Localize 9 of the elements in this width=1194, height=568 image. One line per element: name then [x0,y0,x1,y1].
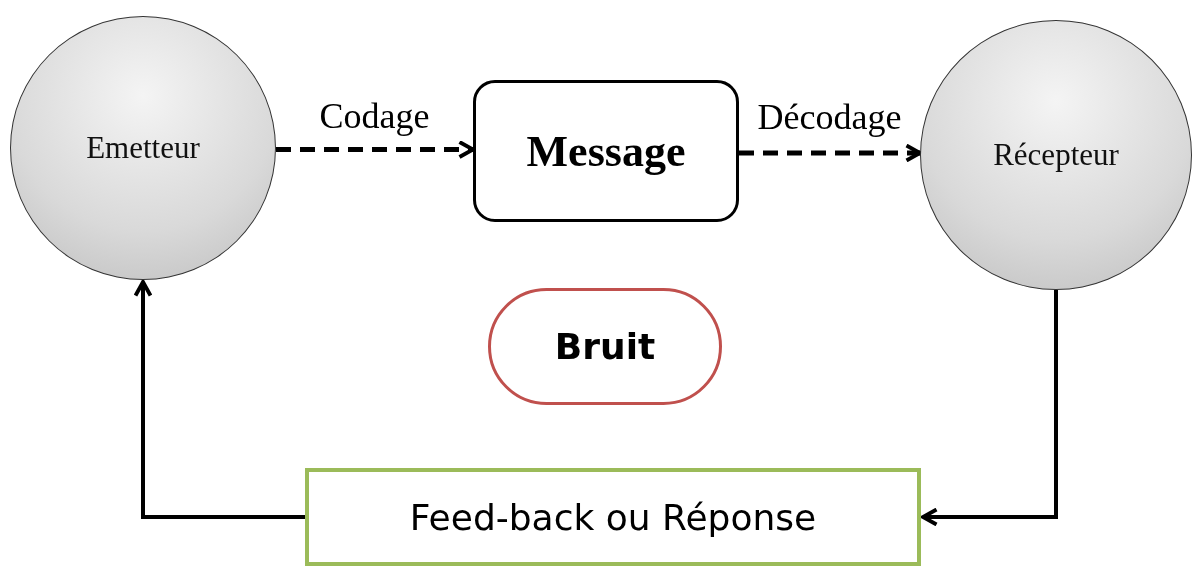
arrow [921,290,1058,527]
dashed-arrow [276,140,475,159]
receiver-circle: Récepteur [920,20,1192,290]
noise-box: Bruit [488,288,722,405]
arrow [133,280,305,519]
feedback-box: Feed-back ou Réponse [305,468,921,566]
sender-circle: Emetteur [10,16,276,280]
dashed-arrow [739,143,922,163]
message-box: Message [473,80,739,222]
